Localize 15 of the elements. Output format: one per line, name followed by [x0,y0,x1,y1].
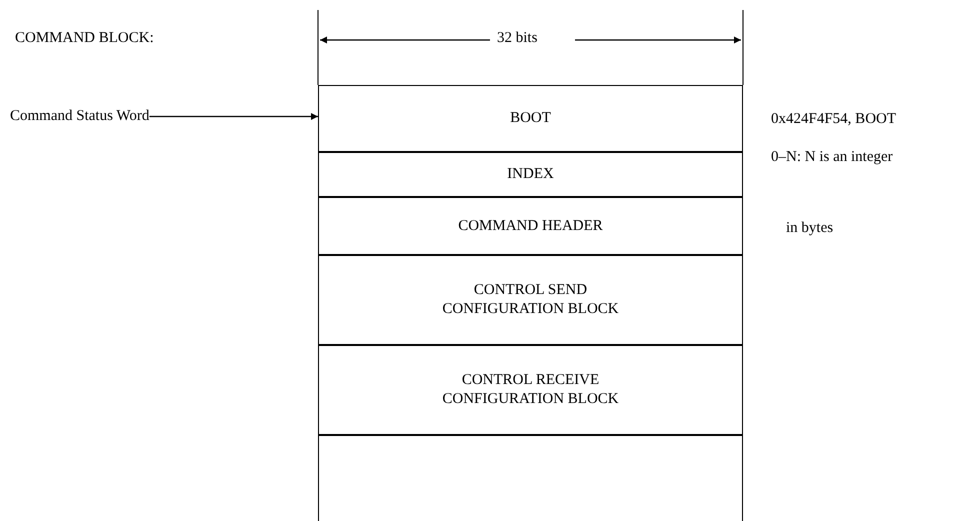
block-note: 0–N: N is an integer [771,149,893,166]
memory-block [318,255,743,345]
block-label: CONTROL SEND CONFIGURATION BLOCK [441,281,620,319]
block-label: BOOT [510,109,551,128]
heading-label: COMMAND BLOCK: [15,30,154,47]
dimension-label: 32 bits [497,30,538,47]
block-note: in bytes [786,220,834,237]
pointer-label: Command Status Word [10,108,150,125]
block-note: 0x424F4F54, BOOT [771,111,896,128]
arrow [149,113,318,120]
block-label: COMMAND HEADER [458,216,603,236]
memory-block [318,345,743,435]
block-label: CONTROL RECEIVE CONFIGURATION BLOCK [441,371,620,409]
memory-block [318,435,743,521]
block-label: INDEX [507,165,554,184]
